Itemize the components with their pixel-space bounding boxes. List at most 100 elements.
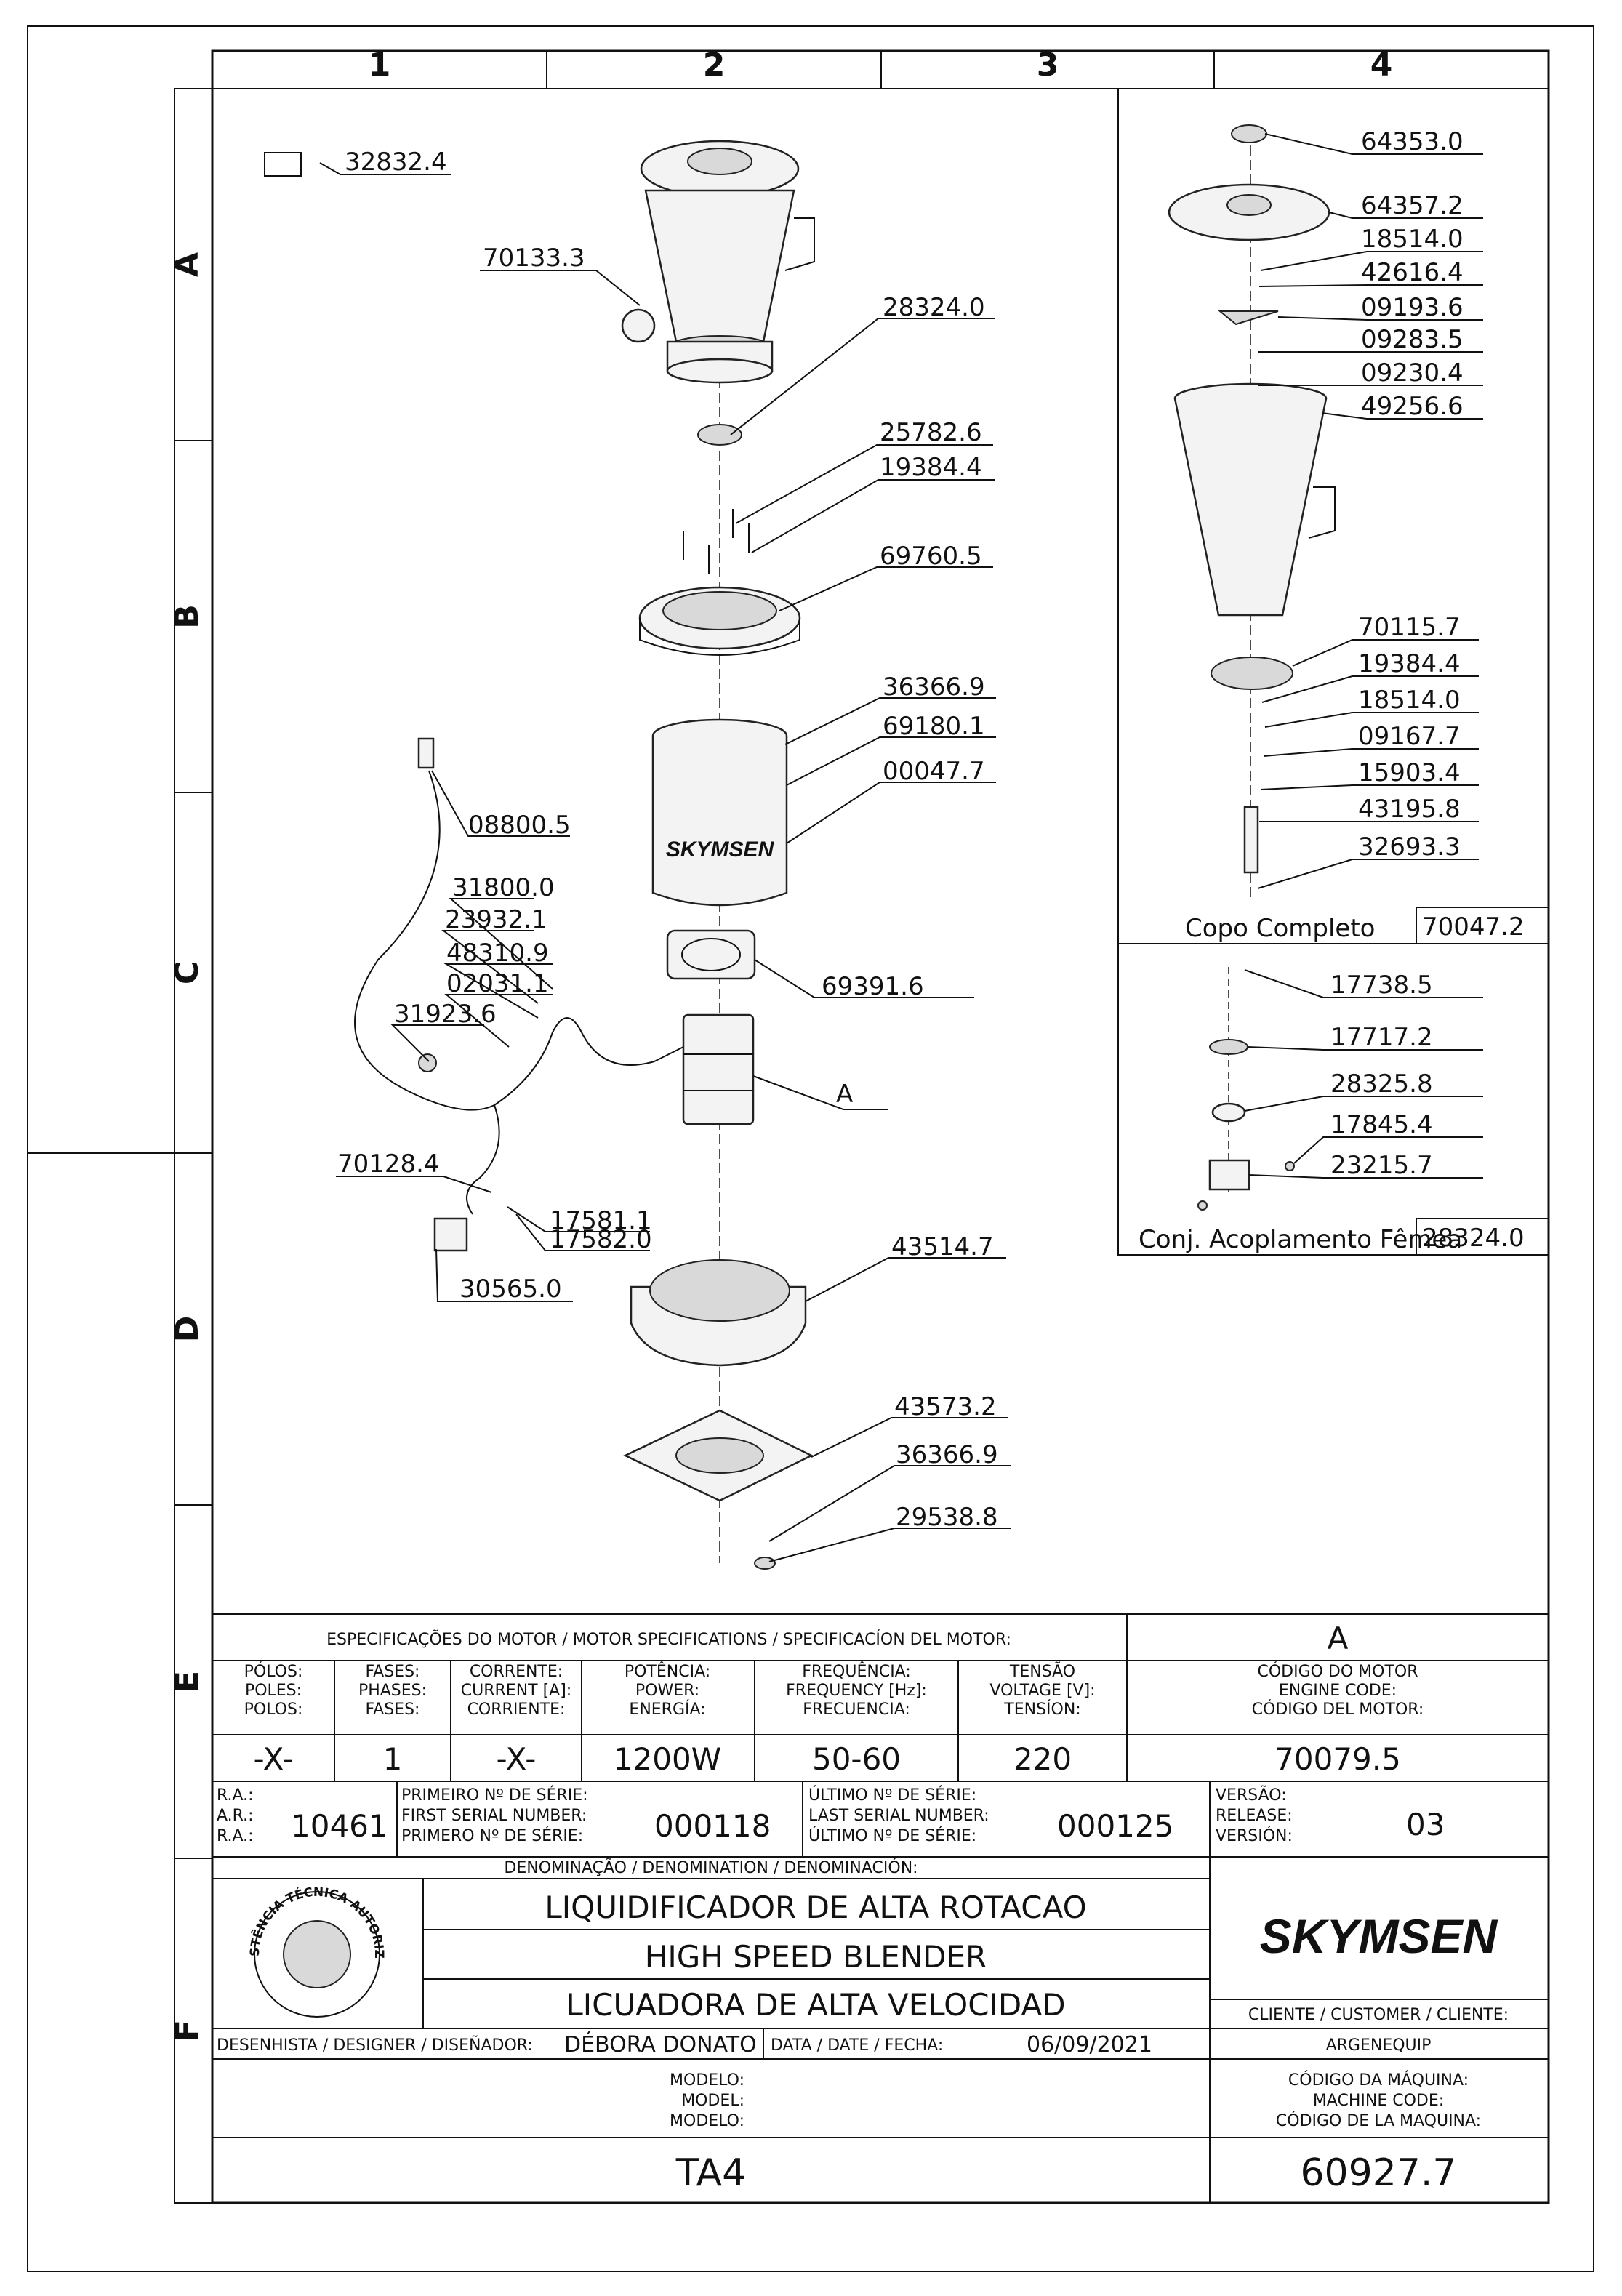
part-label: 18514.0 bbox=[1358, 686, 1461, 715]
spec-header: FRECUENCIA: bbox=[803, 1701, 910, 1719]
grid-row-label: C bbox=[169, 961, 206, 984]
part-label: 08800.5 bbox=[468, 811, 571, 840]
part-label: 28325.8 bbox=[1330, 1069, 1433, 1099]
acoplamento-leaders bbox=[1244, 969, 1483, 1179]
part-label: 28324.0 bbox=[883, 293, 985, 322]
first-serial-label: FIRST SERIAL NUMBER: bbox=[401, 1807, 587, 1825]
part-label: 36366.9 bbox=[883, 673, 985, 702]
model-value: TA4 bbox=[675, 2151, 746, 2195]
spec-header: POWER: bbox=[635, 1682, 699, 1700]
date-label: DATA / DATE / FECHA: bbox=[771, 2036, 943, 2055]
part-label: 17581.1 bbox=[550, 1206, 652, 1235]
part-label: 17582.0 bbox=[550, 1225, 652, 1254]
ra-label: R.A.: bbox=[217, 1786, 254, 1805]
last-serial-label: ÚLTIMO Nº DE SÉRIE: bbox=[808, 1786, 976, 1805]
jar-assembly bbox=[621, 140, 815, 384]
grid-column-label: 4 bbox=[1370, 47, 1393, 84]
switch-part bbox=[433, 1217, 468, 1252]
version-label: RELEASE: bbox=[1216, 1807, 1293, 1825]
grid-column-label: 1 bbox=[369, 47, 391, 84]
outer-border bbox=[27, 25, 1594, 2272]
part-label: 23932.1 bbox=[445, 905, 547, 934]
title-block bbox=[212, 1613, 1549, 2203]
part-label: 09283.5 bbox=[1361, 325, 1464, 354]
part-label: 17845.4 bbox=[1330, 1110, 1433, 1139]
part-label: 43514.7 bbox=[891, 1232, 994, 1261]
spec-header: PÓLOS: bbox=[244, 1662, 303, 1681]
grid-row-label: A bbox=[169, 252, 206, 277]
grid-row-label: E bbox=[169, 1671, 206, 1693]
part-label: 49256.6 bbox=[1361, 392, 1464, 421]
part-label: 31923.6 bbox=[394, 1000, 497, 1029]
spec-value: -X- bbox=[497, 1741, 537, 1777]
spec-header: CÓDIGO DO MOTOR bbox=[1257, 1662, 1418, 1681]
part-label: 17717.2 bbox=[1330, 1023, 1433, 1052]
part-label: 09193.6 bbox=[1361, 293, 1464, 322]
grid-row-label: D bbox=[169, 1316, 206, 1343]
part-label: 19384.4 bbox=[1358, 649, 1461, 678]
ra-value: 10461 bbox=[291, 1808, 388, 1844]
copo-code: 70047.2 bbox=[1422, 912, 1525, 942]
acoplamento-drawing bbox=[1197, 967, 1295, 1211]
serial-row: R.A.: A.R.: R.A.: 10461 PRIMEIRO Nº DE S… bbox=[217, 1785, 1445, 1845]
model-label: MODEL: bbox=[681, 2092, 744, 2110]
part-label: 43573.2 bbox=[894, 1392, 997, 1421]
model-label: MODELO: bbox=[670, 2071, 744, 2090]
power-cord bbox=[354, 737, 684, 1252]
ra-label: A.R.: bbox=[217, 1807, 254, 1825]
part-label: 32832.4 bbox=[345, 148, 447, 177]
spec-header: TENSÍON: bbox=[1003, 1700, 1080, 1719]
motor bbox=[682, 1013, 755, 1125]
ra-label: R.A.: bbox=[217, 1827, 254, 1845]
part-label: 32693.3 bbox=[1358, 832, 1461, 862]
spec-value: 220 bbox=[1013, 1741, 1072, 1777]
spec-header: CORRENTE: bbox=[470, 1663, 563, 1681]
acoplamento-part-labels: 17738.5 17717.2 28325.8 17845.4 23215.7 … bbox=[1139, 971, 1525, 1254]
part-label: 00047.7 bbox=[883, 757, 985, 786]
copo-leaders bbox=[1257, 133, 1483, 889]
spec-header: PHASES: bbox=[358, 1682, 427, 1700]
version-label: VERSIÓN: bbox=[1216, 1826, 1293, 1845]
spec-header: POTÊNCIA: bbox=[625, 1662, 710, 1681]
copo-drawing bbox=[1168, 124, 1336, 902]
part-label: 48310.9 bbox=[446, 939, 549, 968]
machine-code-value: 60927.7 bbox=[1300, 2151, 1456, 2195]
client-label: CLIENTE / CUSTOMER / CLIENTE: bbox=[1248, 2006, 1509, 2024]
part-label: 70115.7 bbox=[1358, 613, 1461, 642]
info-circle-icon bbox=[621, 308, 656, 343]
acoplamento-code: 28324.0 bbox=[1422, 1224, 1525, 1253]
spec-header: TENSÃO bbox=[1009, 1661, 1075, 1681]
coupling-part bbox=[697, 424, 742, 446]
part-label: 18514.0 bbox=[1361, 225, 1464, 254]
spec-header: FASES: bbox=[366, 1663, 420, 1681]
designer-value: DÉBORA DONATO bbox=[564, 2031, 757, 2058]
spec-header: FREQUÊNCIA: bbox=[802, 1662, 911, 1681]
part-label: 29538.8 bbox=[896, 1503, 998, 1532]
spec-header: FREQUENCY [Hz]: bbox=[786, 1682, 927, 1700]
last-serial-label: LAST SERIAL NUMBER: bbox=[808, 1807, 989, 1825]
part-label: 25782.6 bbox=[880, 418, 982, 447]
spec-header: FASES: bbox=[366, 1701, 420, 1719]
date-value: 06/09/2021 bbox=[1027, 2032, 1152, 2058]
grid-row-label: F bbox=[169, 2020, 206, 2042]
part-label: 31800.0 bbox=[452, 873, 555, 902]
leader-lines-main bbox=[319, 162, 1011, 1562]
first-serial-value: 000118 bbox=[654, 1808, 771, 1844]
spec-values: -X- 1 -X- 1200W 50-60 220 70079.5 bbox=[254, 1741, 1401, 1777]
version-label: VERSÃO: bbox=[1216, 1785, 1287, 1805]
denomination-label: DENOMINAÇÃO / DENOMINATION / DENOMINACIÓ… bbox=[504, 1858, 918, 1877]
part-label: 64353.0 bbox=[1361, 127, 1464, 156]
spec-headers: PÓLOS: POLES: POLOS: FASES: PHASES: FASE… bbox=[244, 1661, 1424, 1719]
spec-header: CURRENT [A]: bbox=[461, 1682, 571, 1700]
grid-column-label: 2 bbox=[703, 47, 726, 84]
first-serial-label: PRIMEIRO Nº DE SÉRIE: bbox=[401, 1786, 588, 1805]
part-label: 02031.1 bbox=[446, 969, 549, 998]
grid-row-label: B bbox=[169, 604, 206, 629]
machine-code-label: MACHINE CODE: bbox=[1313, 2092, 1444, 2110]
part-label: 30565.0 bbox=[459, 1275, 562, 1304]
designer-label: DESENHISTA / DESIGNER / DISEÑADOR: bbox=[217, 2035, 533, 2055]
grid-column-label: 3 bbox=[1037, 47, 1059, 84]
part-label: 69180.1 bbox=[883, 712, 985, 741]
first-serial-label: PRIMERO Nº DE SÉRIE: bbox=[401, 1826, 583, 1845]
